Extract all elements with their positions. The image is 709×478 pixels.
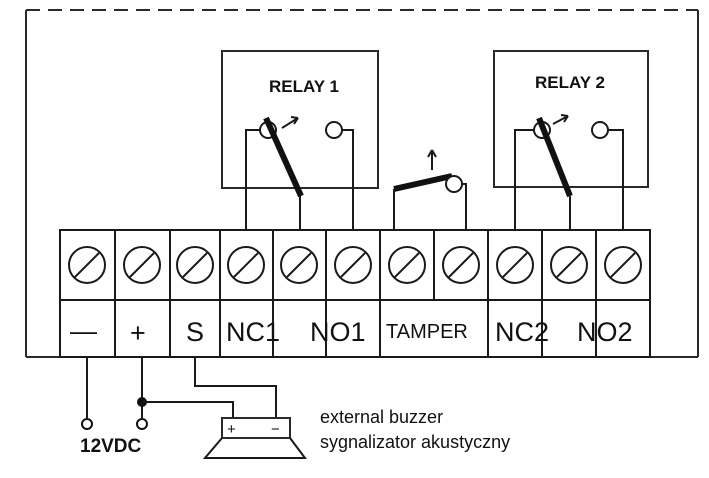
relay-1-no-contact [325, 121, 343, 139]
internal-wiring [245, 129, 624, 230]
screw-icon [550, 246, 588, 284]
tamper-switch-arm [393, 173, 453, 192]
terminal-block-labels: — + S NC1 NO1 TAMPER NC2 NO2 [59, 299, 651, 358]
relay-1-title: RELAY 1 [269, 77, 339, 96]
terminal-label-cell [114, 299, 171, 358]
wire-relay2-contact [608, 129, 624, 230]
wire-relay1-nc1 [245, 129, 260, 230]
buzzer: + − [202, 417, 307, 459]
power-supply-label: 12VDC [80, 436, 142, 457]
tamper-switch [393, 149, 463, 193]
screw-icon [496, 246, 534, 284]
terminal-label-no1: NO1 [310, 317, 366, 347]
screw-icon [176, 246, 214, 284]
relay-2: RELAY 2 [493, 50, 649, 198]
relay-2-title: RELAY 2 [535, 73, 605, 92]
screw-icon [280, 246, 318, 284]
wire-relay1-contact [342, 129, 354, 230]
terminal-label-cell [379, 299, 489, 358]
terminal-label-tamper: TAMPER [386, 321, 468, 343]
relay-1: RELAY 1 [221, 50, 379, 198]
relay-1-arrow-icon [281, 116, 299, 129]
screw-icon [68, 246, 106, 284]
buzzer-plus-label: + [227, 421, 236, 438]
terminal-pin-minus [81, 418, 93, 430]
screw-icon [123, 246, 161, 284]
terminal-label-nc2: NC2 [495, 317, 549, 347]
relay-1-switch-arm [263, 116, 304, 198]
terminal-label-minus: — [70, 316, 97, 346]
terminal-label-s: S [186, 317, 204, 347]
screw-icon [227, 246, 265, 284]
wire-tamper-right [462, 183, 467, 230]
relay-2-box [493, 50, 649, 188]
tamper-switch-contact [445, 175, 463, 193]
relay-2-no-contact [591, 121, 609, 139]
terminal-block-screws [59, 229, 651, 301]
buzzer-body [221, 417, 291, 439]
screw-icon [334, 246, 372, 284]
tamper-up-arrow-icon [427, 149, 437, 170]
buzzer-minus-label: − [271, 421, 280, 438]
screw-icon [388, 246, 426, 284]
terminal-label-no2: NO2 [577, 317, 633, 347]
wire-relay2-nc2 [514, 129, 534, 230]
relay-2-arrow-icon [552, 114, 569, 125]
terminal-label-cell [541, 299, 597, 358]
caption-polish: sygnalizator akustyczny [320, 432, 510, 452]
wire-buzzer-plus [142, 401, 234, 418]
enclosure [25, 9, 699, 358]
caption-english: external buzzer [320, 407, 443, 427]
screw-icon [442, 246, 480, 284]
terminal-label-plus: + [130, 318, 146, 348]
terminal-label-cell [59, 299, 116, 358]
wire-buzzer-minus [194, 357, 277, 418]
terminal-label-cell [219, 299, 274, 358]
external-wiring: 12VDC [80, 357, 277, 457]
terminal-pin-plus [136, 418, 148, 430]
screw-icon [604, 246, 642, 284]
relay-2-switch-arm [536, 116, 573, 198]
buzzer-horn [202, 437, 307, 459]
buzzer-caption: external buzzer sygnalizator akustyczny [320, 407, 510, 452]
terminal-label-nc1: NC1 [226, 317, 280, 347]
terminal-label-cell [325, 299, 381, 358]
terminal-label-cell [595, 299, 651, 358]
